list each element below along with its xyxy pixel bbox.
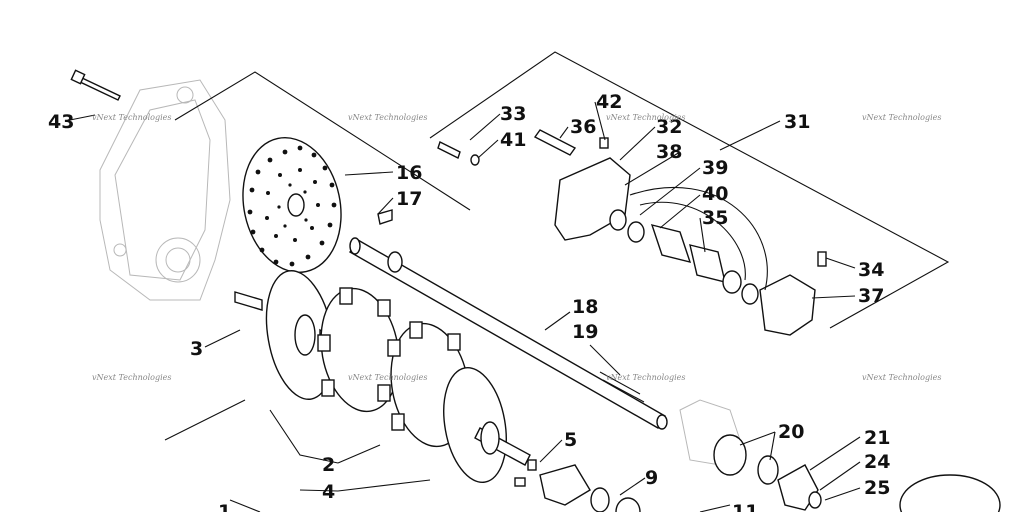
callout-labels: 43 16 17 3 2 4 1 33 41 36 42 32 38 31 39…: [48, 91, 890, 512]
callout-2: 2: [322, 454, 335, 476]
key-17: [377, 209, 393, 225]
watermark: vNext Technologies: [606, 373, 685, 382]
callout-33: 33: [500, 103, 526, 125]
group-outlines: [164, 51, 950, 512]
callout-43: 43: [48, 111, 74, 133]
watermark: vNext Technologies: [348, 373, 427, 382]
watermark: vNext Technologies: [862, 113, 941, 122]
engine-housing-outline: [99, 79, 231, 301]
callout-20: 20: [778, 421, 804, 443]
callout-31: 31: [784, 111, 810, 133]
brake-disc-16: [242, 137, 342, 273]
callout-4: 4: [322, 481, 335, 503]
callout-9: 9: [645, 467, 658, 489]
callout-39: 39: [702, 157, 728, 179]
bolt-43: [70, 69, 121, 101]
callout-34: 34: [858, 259, 884, 281]
callout-17: 17: [396, 188, 422, 210]
callout-40: 40: [702, 183, 728, 205]
callout-41: 41: [500, 129, 526, 151]
callout-1: 1: [218, 501, 231, 512]
callout-32: 32: [656, 116, 682, 138]
callout-38: 38: [656, 141, 682, 163]
callout-25: 25: [864, 477, 890, 499]
callout-35: 35: [702, 207, 728, 229]
callout-37: 37: [858, 285, 884, 307]
callout-42: 42: [596, 91, 622, 113]
caliper-group-31: [437, 129, 827, 336]
watermark: vNext Technologies: [862, 373, 941, 382]
callout-3: 3: [190, 338, 203, 360]
watermark: vNext Technologies: [92, 373, 171, 382]
callout-5: 5: [564, 429, 577, 451]
drive-shaft-18: [349, 237, 668, 430]
callout-21: 21: [864, 427, 890, 449]
callout-16: 16: [396, 162, 422, 184]
watermark: vNext Technologies: [92, 113, 171, 122]
watermarks: vNext Technologies vNext Technologies vN…: [92, 113, 941, 382]
callout-36: 36: [570, 116, 596, 138]
callout-19: 19: [572, 321, 598, 343]
callout-11: 11: [732, 501, 758, 512]
bearing-parts: [514, 434, 1001, 512]
watermark: vNext Technologies: [348, 113, 427, 122]
callout-24: 24: [864, 451, 890, 473]
leader-lines: [69, 101, 861, 512]
sprocket-assembly: [234, 270, 531, 484]
callout-18: 18: [572, 296, 598, 318]
watermark: vNext Technologies: [606, 113, 685, 122]
